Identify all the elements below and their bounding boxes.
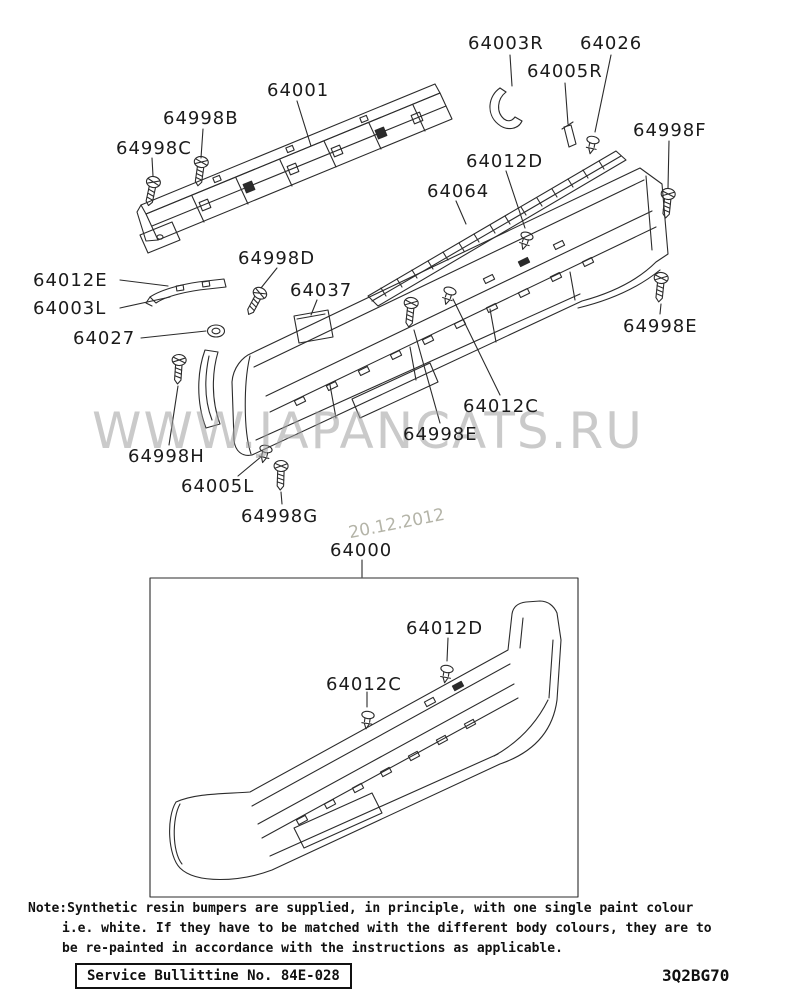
part-label-64003r: 64003R bbox=[468, 33, 544, 54]
note-line-2: i.e. white. If they have to be matched w… bbox=[62, 921, 712, 936]
part-label-64998d: 64998D bbox=[238, 248, 316, 269]
part-label-64005l: 64005L bbox=[181, 476, 255, 497]
clip-holes-top bbox=[293, 239, 595, 407]
clip-holes-bottom bbox=[295, 680, 477, 826]
part-label-64998g: 64998G bbox=[241, 506, 319, 527]
part-label-64012c-top: 64012C bbox=[463, 396, 539, 417]
note-line-3: be re-painted in accordance with the ins… bbox=[62, 941, 563, 956]
part-label-64001: 64001 bbox=[267, 80, 330, 101]
part-label-64026: 64026 bbox=[580, 33, 643, 54]
part-label-64998e-right: 64998E bbox=[623, 316, 698, 337]
screw-64998d-icon bbox=[241, 284, 270, 319]
service-bulletin-text: Service Bullittine No. 84E-028 bbox=[87, 968, 340, 984]
side-bracket-drawing bbox=[198, 349, 221, 429]
clip-64026-icon bbox=[583, 134, 601, 156]
diagram-code: 3Q2BG70 bbox=[662, 966, 730, 985]
screw-64998h-icon bbox=[169, 353, 188, 385]
part-label-64998b: 64998B bbox=[163, 108, 239, 129]
part-label-64012e: 64012E bbox=[33, 270, 108, 291]
part-label-64064: 64064 bbox=[427, 181, 490, 202]
part-label-64012c-bottom: 64012C bbox=[326, 674, 402, 695]
part-label-64998c: 64998C bbox=[116, 138, 192, 159]
part-label-64998h: 64998H bbox=[128, 446, 205, 467]
reinforcement-beam-64001-drawing bbox=[136, 83, 453, 254]
note-text: Note:Synthetic resin bumpers are supplie… bbox=[28, 899, 712, 959]
part-label-64000: 64000 bbox=[330, 540, 393, 561]
screw-64998e-mid-icon bbox=[401, 296, 420, 329]
part-label-64998e-mid: 64998E bbox=[403, 424, 478, 445]
bracket-64003r-drawing bbox=[489, 87, 523, 130]
part-label-64037: 64037 bbox=[290, 280, 353, 301]
screw-64998c-icon bbox=[141, 174, 162, 208]
screw-64998b-icon bbox=[190, 155, 210, 188]
watermark-site: WWW.JAPANCATS.RU bbox=[92, 402, 644, 460]
garnish-strip-64064-drawing bbox=[367, 150, 627, 307]
grommet-64027-drawing bbox=[206, 324, 226, 338]
part-label-64012d-bottom: 64012D bbox=[406, 618, 484, 639]
screw-64998e-right-icon bbox=[651, 271, 670, 304]
part-label-64012d-top: 64012D bbox=[466, 151, 544, 172]
part-label-64005r: 64005R bbox=[527, 61, 603, 82]
part-label-64998f: 64998F bbox=[633, 120, 707, 141]
pin-64005r-drawing bbox=[561, 121, 577, 148]
pad-64037-drawing bbox=[293, 309, 334, 344]
part-label-64027: 64027 bbox=[73, 328, 136, 349]
clip-64012d-icon bbox=[516, 230, 535, 252]
screw-64998f-icon bbox=[658, 187, 677, 220]
assembled-bumper-64000-drawing bbox=[149, 577, 579, 898]
bracket-64012e-64003l-drawing bbox=[145, 278, 227, 307]
detail-box bbox=[149, 577, 579, 898]
screw-64998g-icon bbox=[272, 459, 289, 491]
leader-lines bbox=[119, 54, 670, 708]
note-line-1: Note:Synthetic resin bumpers are supplie… bbox=[28, 901, 694, 916]
service-bulletin-box: Service Bullittine No. 84E-028 bbox=[75, 963, 352, 989]
part-label-64003l: 64003L bbox=[33, 298, 107, 319]
